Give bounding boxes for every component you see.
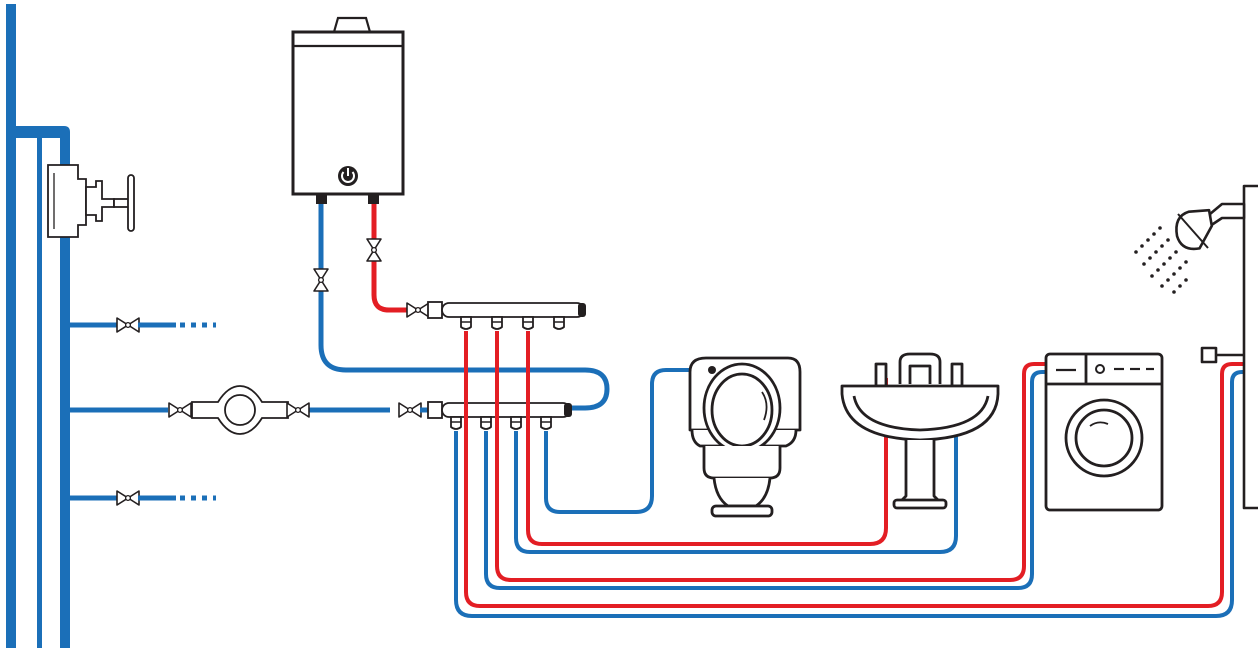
distribution-pipes — [454, 331, 1246, 618]
toilet-icon — [688, 356, 802, 518]
heater-cold-inlet — [313, 204, 610, 411]
power-icon — [338, 166, 358, 186]
gate-valve-icon — [47, 164, 135, 238]
sink-icon — [840, 352, 1000, 510]
supply-riser — [6, 4, 70, 648]
washing-machine-icon — [1044, 352, 1164, 512]
boiler-icon — [291, 16, 405, 204]
water-meter-icon — [191, 385, 310, 435]
hot-manifold — [427, 301, 586, 330]
branch-top — [70, 317, 216, 333]
branch-bottom — [70, 490, 216, 506]
cold-manifold — [427, 401, 572, 430]
heater-hot-outlet — [366, 204, 430, 318]
shower-icon — [1175, 184, 1258, 510]
shower-spray — [1134, 226, 1188, 294]
